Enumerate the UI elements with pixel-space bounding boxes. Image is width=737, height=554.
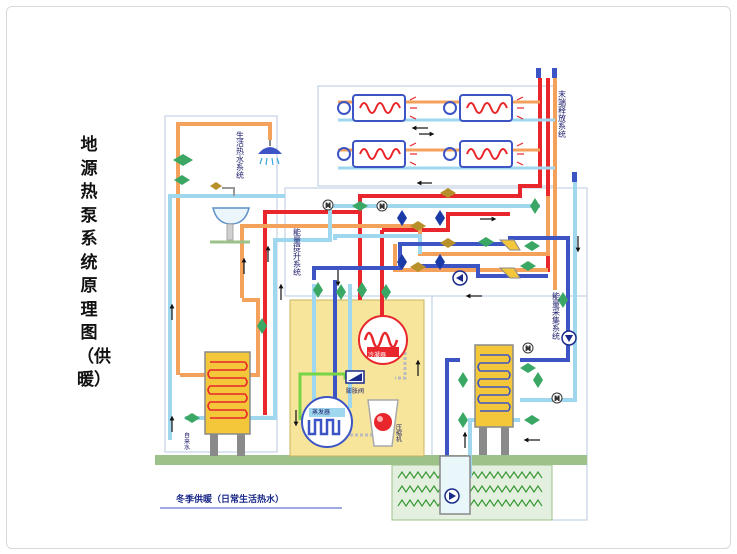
svg-text:M: M bbox=[380, 204, 385, 211]
label-expansion-valve: 膨胀阀 bbox=[346, 387, 364, 395]
pump-icon bbox=[561, 330, 577, 346]
fan-coil-icon bbox=[337, 94, 406, 122]
pump-icon bbox=[452, 270, 468, 286]
fan-coil-icon bbox=[337, 140, 406, 168]
shower-icon bbox=[258, 140, 282, 166]
domestic-heat-exchanger bbox=[204, 351, 251, 456]
svg-text:M: M bbox=[326, 203, 331, 210]
heat-wave-icons bbox=[409, 96, 524, 166]
svg-text:M: M bbox=[526, 346, 531, 353]
label-compressor: 压缩机 bbox=[395, 424, 402, 443]
compressor-icon bbox=[367, 399, 399, 447]
valve-icon bbox=[394, 210, 445, 270]
air-vent-icons bbox=[536, 68, 577, 182]
label-energy-lift: 能量提升系统 bbox=[293, 227, 302, 277]
fan-coil-icon bbox=[443, 94, 513, 122]
label-energy-collect: 能量采集系统 bbox=[552, 291, 561, 341]
warm-water-pipes bbox=[176, 78, 557, 377]
label-evaporator: 蒸发器 bbox=[312, 408, 330, 416]
condenser-icon bbox=[358, 315, 408, 365]
ground-strip bbox=[155, 455, 587, 465]
label-condenser: 冷凝器 bbox=[368, 351, 386, 359]
fan-coil-icon bbox=[443, 140, 513, 168]
ground-well bbox=[439, 455, 471, 515]
ground-heat-exchanger bbox=[474, 344, 514, 455]
label-terminal-release: 末端释放系统 bbox=[558, 89, 567, 139]
valve-icon bbox=[210, 182, 456, 272]
evaporator-icon bbox=[301, 396, 353, 448]
sink-icon bbox=[210, 187, 250, 244]
label-domestic-hot-water: 生活热水系统 bbox=[236, 130, 245, 180]
motor-valve-icon: M M M M bbox=[322, 199, 563, 404]
svg-text:M: M bbox=[555, 396, 560, 403]
valve-icon bbox=[173, 154, 568, 428]
expansion-valve-icon bbox=[345, 370, 365, 384]
cold-water-pipes bbox=[312, 236, 570, 478]
strainer-icon bbox=[498, 239, 521, 279]
arrow-icon bbox=[169, 125, 581, 448]
diagram-caption: 冬季供暖（日常生活热水） bbox=[176, 493, 284, 505]
label-tap-water: 自来水 bbox=[183, 431, 190, 450]
